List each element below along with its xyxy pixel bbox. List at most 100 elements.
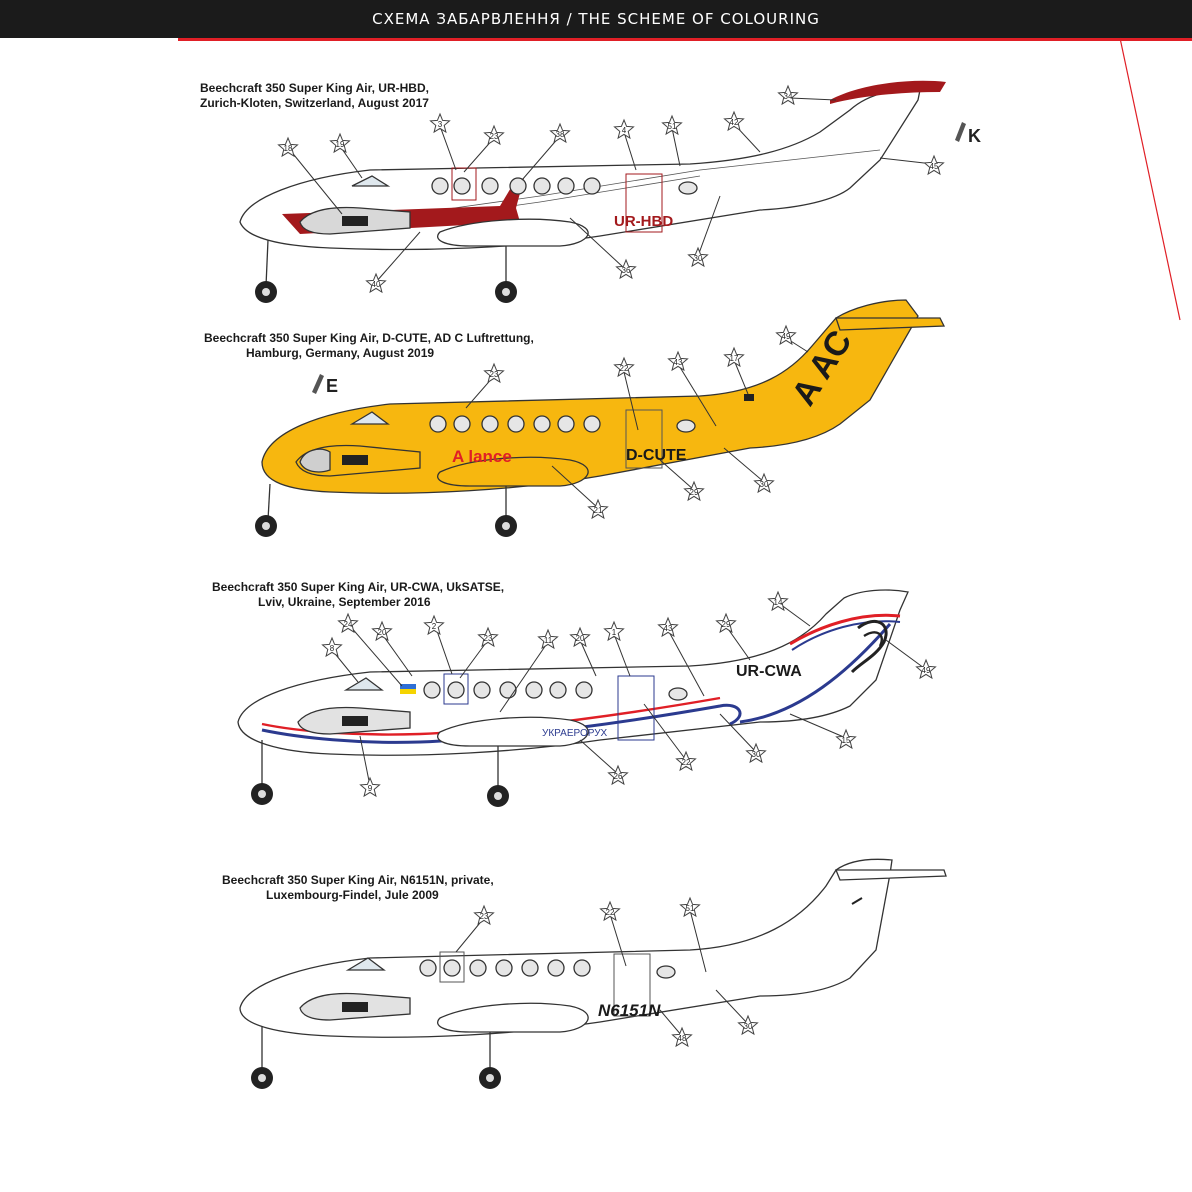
header-bar [0, 0, 1192, 38]
exhaust [342, 216, 368, 226]
tail-stripe [830, 80, 946, 104]
callout-star: 19 [330, 133, 350, 153]
tail-swoosh-blue-2 [791, 620, 901, 651]
registration: UR-HBD [614, 213, 673, 230]
cockpit-window [343, 677, 384, 691]
callout-stars: 8 24 20 2 23 11 20 1 43 29 14 49 9 26 22… [322, 591, 936, 797]
callout-number: 48 [678, 1034, 687, 1043]
callout-number: 30 [744, 1022, 753, 1031]
cabin-windows [429, 415, 696, 433]
exhaust [342, 455, 368, 465]
fuselage-text: A lance [452, 447, 512, 466]
aircraft-n6151n: Beechcraft 350 Super King Air, N6151N, p… [222, 858, 947, 1089]
callout-star: 29 [684, 481, 704, 501]
callout-star: 51 [662, 115, 682, 135]
aircraft-profile: UR-HBD [239, 80, 946, 303]
emergency-exit [439, 951, 465, 983]
callout-number: 29 [722, 620, 731, 629]
paint-ref-letter: E [326, 376, 338, 396]
national-flag [744, 394, 754, 401]
wing [437, 1002, 589, 1033]
callout-number: 18 [284, 144, 293, 153]
cabin-door [613, 953, 651, 1017]
callout-star: 9 [360, 777, 380, 797]
header-accent-line [178, 38, 1192, 41]
callout-star: 23 [474, 905, 494, 925]
callout-star: 21 [588, 499, 608, 519]
callout-star: 3 [430, 113, 450, 133]
callout-number: 20 [378, 628, 387, 637]
callout-number: 17 [730, 354, 739, 363]
callout-star: 20 [372, 621, 392, 641]
callout-star: 49 [776, 325, 796, 345]
callout-number: 3 [438, 120, 443, 129]
callout-star: 29 [716, 613, 736, 633]
caption-line1: Beechcraft 350 Super King Air, D-CUTE, A… [204, 331, 534, 345]
callout-number: 34 [784, 92, 793, 101]
callout-number: 23 [490, 370, 499, 379]
tail-plane [835, 869, 947, 881]
callout-star: 22 [614, 357, 634, 377]
cabin-windows [419, 959, 676, 979]
cockpit-window [351, 175, 391, 187]
exhaust [342, 716, 368, 726]
wing [437, 456, 589, 487]
callout-number: 2 [432, 622, 437, 631]
paint-ref-k: K [955, 122, 981, 146]
wing [437, 716, 589, 747]
fuselage [239, 858, 893, 1038]
callout-star: 30 [746, 743, 766, 763]
landing-gear [255, 239, 517, 303]
callout-number: 14 [774, 598, 783, 607]
caption-line1: Beechcraft 350 Super King Air, UR-CWA, U… [212, 580, 504, 594]
callout-number: 19 [336, 140, 345, 149]
callout-number: 36 [622, 266, 631, 275]
callout-number: 22 [682, 758, 691, 767]
callout-star: 18 [278, 137, 298, 157]
callout-number: 45 [930, 162, 939, 171]
callout-star: 24 [338, 613, 358, 633]
callout-star: 17 [724, 347, 744, 367]
landing-gear [251, 1026, 501, 1089]
aircraft-d-cute: Beechcraft 350 Super King Air, D-CUTE, A… [204, 299, 946, 537]
cockpit-window [349, 411, 390, 425]
caption-line1: Beechcraft 350 Super King Air, UR-HBD, [200, 81, 429, 95]
fuselage-text: УКРАЕРОРУХ [542, 728, 608, 739]
aircraft-ur-cwa: Beechcraft 350 Super King Air, UR-CWA, U… [212, 580, 936, 807]
emergency-exit [443, 673, 469, 705]
cockpit-window [345, 957, 386, 971]
tail-plane [835, 317, 946, 331]
callout-star: 34 [778, 85, 798, 105]
aircraft-ur-hbd: Beechcraft 350 Super King Air, UR-HBD, Z… [200, 80, 981, 303]
callout-star: 1 [604, 621, 624, 641]
callout-star: 48 [672, 1027, 692, 1047]
callout-star: 23 [484, 363, 504, 383]
callout-number: 38 [556, 130, 565, 139]
callout-number: 9 [368, 784, 373, 793]
cabin-door [625, 173, 663, 233]
callout-number: 49 [782, 332, 791, 341]
callout-stars: 23 22 51 48 30 [455, 897, 758, 1047]
callout-number: 30 [694, 254, 703, 263]
caption-line2: Zurich-Kloten, Switzerland, August 2017 [200, 96, 429, 110]
red-accent-stroke [1119, 37, 1181, 321]
callout-stars: 23 22 43 17 49 29 30 21 [465, 325, 809, 519]
callout-number: 4 [622, 126, 627, 135]
cabin-door [617, 675, 655, 741]
callout-number: 43 [664, 624, 673, 633]
paint-ref-e: E [312, 374, 338, 396]
registration: UR-CWA [736, 663, 802, 680]
landing-gear [255, 483, 517, 537]
callout-number: 23 [480, 912, 489, 921]
callout-star: 15 [836, 729, 856, 749]
callout-star: 22 [600, 901, 620, 921]
callout-star: 26 [608, 765, 628, 785]
tail-mark [851, 897, 863, 905]
callout-number: 22 [620, 364, 629, 373]
page-title: СХЕМА ЗАБАРВЛЕННЯ / THE SCHEME OF COLOUR… [372, 10, 820, 28]
fuselage [261, 299, 919, 494]
caption-line2: Hamburg, Germany, August 2019 [246, 346, 434, 360]
callout-number: 29 [690, 488, 699, 497]
exhaust [342, 1002, 368, 1012]
